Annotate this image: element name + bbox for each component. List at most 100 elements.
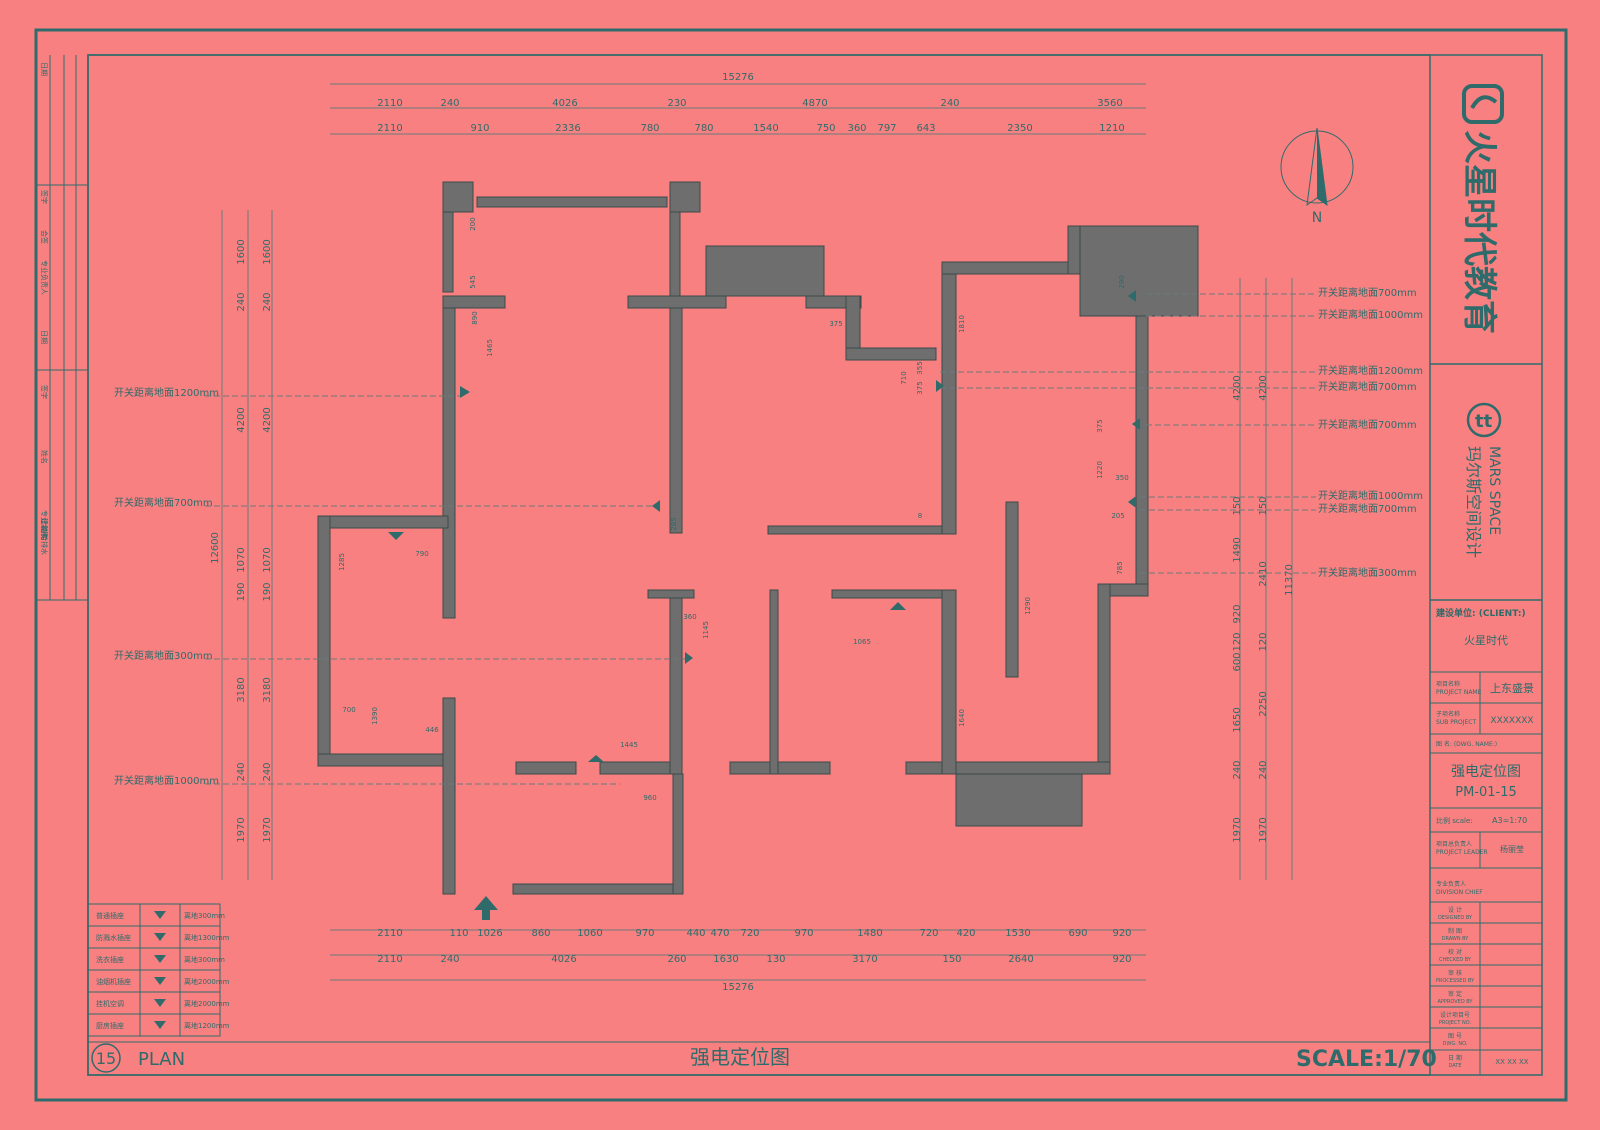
interior-dim: 355 (916, 361, 924, 374)
interior-dim: 360 (683, 613, 696, 621)
drawing-area (87, 54, 1431, 1076)
dim-right-b: 2250 (1258, 691, 1269, 716)
interior-dim: 785 (1116, 561, 1124, 574)
sub-brand-icon (1466, 402, 1502, 438)
socket-icon (460, 386, 470, 398)
sign-row-cn: 设计项目号 (1440, 1011, 1470, 1019)
interior-dim: 700 (342, 706, 355, 714)
socket-icon (890, 602, 906, 610)
sub-brand: tt MARS SPACE 玛尔斯空间设计 (1464, 402, 1502, 558)
legend-note: 离地1300mm (184, 933, 230, 942)
dim-left: 4200 (262, 407, 273, 432)
interior-dim: 790 (415, 550, 428, 558)
dim-right-a: 240 (1232, 760, 1243, 779)
dim-bottom-1: 720 (919, 928, 938, 939)
strip-label: 姓名 (40, 450, 49, 464)
client-value: 火星时代 (1464, 634, 1508, 647)
dim-right-b: 120 (1258, 632, 1269, 651)
sub-brand-en: MARS SPACE (1486, 446, 1502, 535)
sub-project-label-cn: 子项名称 (1436, 710, 1460, 718)
dim-bottom-1: 860 (531, 928, 550, 939)
dim-left: 1070 (262, 547, 273, 572)
strip-label: 签字 (40, 385, 49, 399)
interior-dim: 1465 (486, 339, 494, 357)
project-leader-label-en: PROJECT LEADER (1436, 849, 1488, 856)
legend-name: 防溅水插座 (96, 933, 131, 942)
drawing-title: 强电定位图 (1451, 764, 1521, 780)
socket-icon (388, 532, 404, 540)
division-chief-label-en: DIVISION CHIEF (1436, 889, 1483, 896)
dimension-lines (221, 83, 1293, 981)
interior-dim: 350 (1115, 474, 1128, 482)
interior-dim: 375 (1096, 419, 1104, 432)
socket-icon (1128, 290, 1136, 302)
project-leader-value: 杨丽莹 (1500, 844, 1524, 854)
dim-bottom-1: 110 (449, 928, 468, 939)
socket-icon (685, 652, 693, 664)
dim-top-1: 3560 (1097, 98, 1122, 109)
switch-note-right: 开关距离地面700mm (1318, 502, 1417, 515)
interior-dim: 446 (425, 726, 439, 734)
dim-right-b: 1970 (1258, 817, 1269, 842)
strip-label: 专业负责人 (40, 260, 49, 295)
logo-mark-icon (1462, 84, 1504, 124)
switch-note-left: 开关距离地面1200mm (114, 386, 219, 399)
dim-left: 3180 (262, 677, 273, 702)
dim-right-b: 4200 (1258, 375, 1269, 400)
legend-symbol-icon (154, 999, 166, 1007)
drawing-number: PM-01-15 (1455, 785, 1517, 800)
dim-bottom-2: 130 (766, 954, 785, 965)
interior-dim: 1640 (958, 709, 966, 727)
dim-top-1: 4026 (552, 98, 577, 109)
inner-frame (87, 54, 1543, 1076)
legend-symbol-icon (154, 911, 166, 919)
legend-symbol-icon (154, 955, 166, 963)
dim-top-2: 1210 (1099, 123, 1124, 134)
sub-project-label-en: SUB PROJECT (1436, 719, 1476, 726)
interior-dim: 285 (670, 517, 678, 530)
strip-label: 建筑 (40, 518, 49, 532)
project-name-value: 上东盛景 (1490, 681, 1534, 695)
dim-top-1: 2110 (377, 98, 402, 109)
switch-note-right: 开关距离地面700mm (1318, 286, 1417, 299)
switch-note-right: 开关距离地面1000mm (1318, 308, 1423, 321)
interior-dim: 375 (829, 320, 842, 328)
interior-dim: 1810 (958, 315, 966, 333)
dim-bottom-1: 440 (686, 928, 705, 939)
sign-row-en: DESIGNED BY (1438, 915, 1473, 921)
interior-dim: 1220 (1096, 461, 1104, 479)
legend-name: 厨房插座 (96, 1021, 124, 1030)
outer-frame (34, 28, 1568, 1102)
sign-row-en: CHECKED BY (1439, 957, 1472, 963)
strip-label: 签字 (40, 190, 49, 204)
legend-rows: 普通插座离地300mm防溅水插座离地1300mm洗衣插座离地300mm油烟机插座… (88, 911, 230, 1030)
dim-left: 3180 (236, 677, 247, 702)
date-value: XX XX XX (1495, 1058, 1528, 1066)
socket-icon (1128, 496, 1136, 508)
socket-icon (588, 755, 604, 762)
dim-bottom-1: 470 (710, 928, 729, 939)
strip-label: 专业名称 (40, 510, 49, 538)
dim-top-2: 2350 (1007, 123, 1032, 134)
sign-row-en: DATE (1448, 1063, 1461, 1069)
dim-top-2: 750 (816, 123, 835, 134)
sign-row-en: PROJECT NO. (1439, 1020, 1472, 1026)
sub-project-value: XXXXXXX (1490, 716, 1533, 726)
dim-bottom-1: 970 (635, 928, 654, 939)
dim-bottom-2: 150 (942, 954, 961, 965)
switch-note-right: 开关距离地面700mm (1318, 380, 1417, 393)
strip-label: 日期 (40, 330, 48, 344)
dim-right-a: 600 (1232, 652, 1243, 671)
dim-bottom-total: 15276 (722, 982, 754, 993)
dim-left: 190 (262, 582, 273, 601)
sign-row-en: DWG. NO. (1443, 1041, 1468, 1047)
strip-label: 会签 (40, 230, 49, 244)
division-chief-label-cn: 专业负责人 (1436, 880, 1466, 888)
legend-note: 离地1200mm (184, 1021, 230, 1030)
sheet-number: 15 (96, 1049, 116, 1068)
legend-note: 离地2000mm (184, 999, 230, 1008)
strip-label: 结构 (40, 526, 49, 540)
